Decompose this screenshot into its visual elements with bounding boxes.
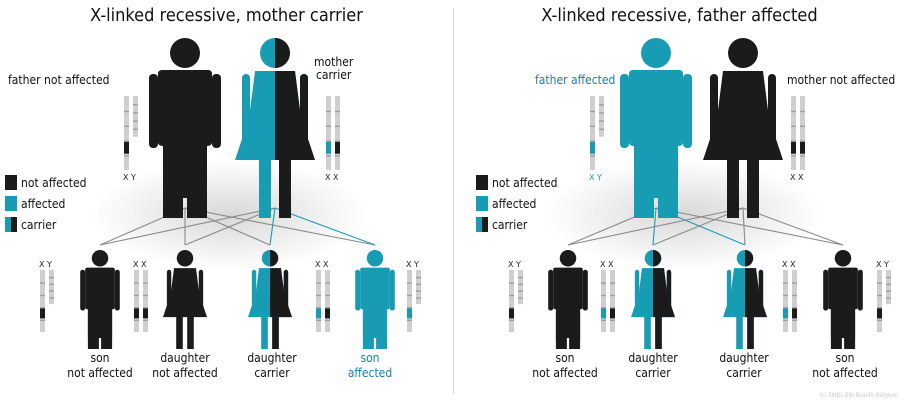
child-2-label-line2: not affected (152, 366, 218, 380)
child-2-chromosome-letters: X X (133, 260, 147, 269)
child-3-label-line2: carrier (726, 366, 762, 380)
child-3-label-line2: carrier (254, 366, 290, 380)
child-2-figure (163, 250, 207, 349)
father-label: father affected (535, 73, 616, 87)
panel-mother-carrier: X Y X X X Y X X X X X Y X-linked recessive, m… (5, 5, 421, 380)
panel-father-affected: X Y X X X Y X X X X X Y X-linked recessive, f… (453, 0, 906, 404)
child-4-label-line1: son (360, 351, 380, 365)
mother-label-line1: mother (314, 55, 354, 69)
legend-affected: affected (492, 196, 537, 211)
child-4-figure (355, 250, 395, 349)
father-figure (620, 38, 692, 218)
panel-title: X-linked recessive, father affected (541, 5, 818, 26)
father-figure (149, 38, 221, 218)
mother-figure-right-half (275, 38, 315, 218)
child-1-label-line1: son (90, 351, 110, 365)
father-chromosomes (590, 96, 604, 170)
background-glow (543, 160, 823, 270)
legend-not-affected-swatch (5, 175, 17, 190)
legend-affected-swatch (476, 196, 488, 211)
child-3-figure-right-half (270, 250, 293, 349)
child-1-label-line1: son (555, 351, 575, 365)
inheritance-lines (99, 207, 376, 246)
child-1-chromosomes (509, 270, 523, 332)
child-2-figure (631, 250, 676, 349)
child-3-label-line1: daughter (247, 351, 297, 365)
legend-not-affected: not affected (21, 175, 87, 190)
child-1-chromosomes (40, 270, 54, 332)
mother-chromosomes (791, 96, 805, 170)
child-4-chromosomes (877, 270, 891, 332)
legend: not affected affected carrier (476, 172, 557, 235)
inheritance-lines (567, 207, 844, 246)
mother-chromosomes (326, 96, 340, 170)
legend-affected: affected (21, 196, 66, 211)
child-2-figure-right-half (653, 250, 676, 349)
child-4-label-line2: not affected (812, 366, 878, 380)
legend-carrier: carrier (492, 217, 528, 232)
legend-not-affected-swatch (476, 175, 488, 190)
child-4-label-line2: affected (347, 366, 393, 380)
legend-carrier-swatch (5, 217, 17, 232)
mother-figure (235, 38, 315, 218)
father-chromosomes (124, 96, 138, 170)
pedigree-figure-left: X Y X X X Y X X X X X Y (39, 38, 421, 349)
image-credit: (c) EMBL-EBI Bioinfo Belgium (819, 392, 898, 399)
child-2-chromosomes (134, 270, 148, 332)
child-3-chromosome-letters: X X (315, 260, 329, 269)
pedigree-figure-right: X Y X X X Y X X X X X Y (508, 38, 891, 349)
legend-carrier: carrier (21, 217, 57, 232)
legend: not affected affected carrier (5, 172, 86, 235)
background-glow (90, 160, 370, 270)
child-4-chromosomes (407, 270, 421, 332)
legend-affected-swatch (5, 196, 17, 211)
mother-label: mother not affected (787, 73, 896, 87)
child-1-figure (548, 250, 588, 349)
child-1-chromosome-letters: X Y (508, 260, 521, 269)
child-3-figure-right-half (745, 250, 768, 349)
child-2-chromosomes (601, 270, 615, 332)
panel-divider (453, 8, 454, 394)
child-1-label-line2: not affected (67, 366, 133, 380)
child-1-label-line2: not affected (532, 366, 598, 380)
child-3-chromosome-letters: X X (782, 260, 796, 269)
mother-chromosome-letters: X X (325, 173, 339, 182)
child-3-figure (248, 250, 293, 349)
child-3-chromosomes (783, 270, 797, 332)
child-1-chromosome-letters: X Y (39, 260, 52, 269)
mother-chromosome-letters: X X (790, 173, 804, 182)
child-2-label-line1: daughter (160, 351, 210, 365)
legend-carrier-swatch (476, 217, 488, 232)
mother-label-line2: carrier (316, 68, 352, 82)
father-chromosome-letters: X Y (123, 173, 136, 182)
child-3-chromosomes (316, 270, 330, 332)
panel-title: X-linked recessive, mother carrier (90, 5, 363, 26)
mother-figure (703, 38, 783, 218)
child-4-label-line1: son (835, 351, 855, 365)
child-2-chromosome-letters: X X (600, 260, 614, 269)
child-3-label-line1: daughter (719, 351, 769, 365)
father-chromosome-letters: X Y (589, 173, 602, 182)
child-2-label-line1: daughter (628, 351, 678, 365)
child-4-chromosome-letters: X Y (876, 260, 889, 269)
father-label: father not affected (8, 73, 110, 87)
legend-not-affected: not affected (492, 175, 558, 190)
child-3-figure (723, 250, 768, 349)
child-1-figure (80, 250, 120, 349)
child-4-chromosome-letters: X Y (406, 260, 419, 269)
child-4-figure (823, 250, 863, 349)
child-2-label-line2: carrier (635, 366, 671, 380)
